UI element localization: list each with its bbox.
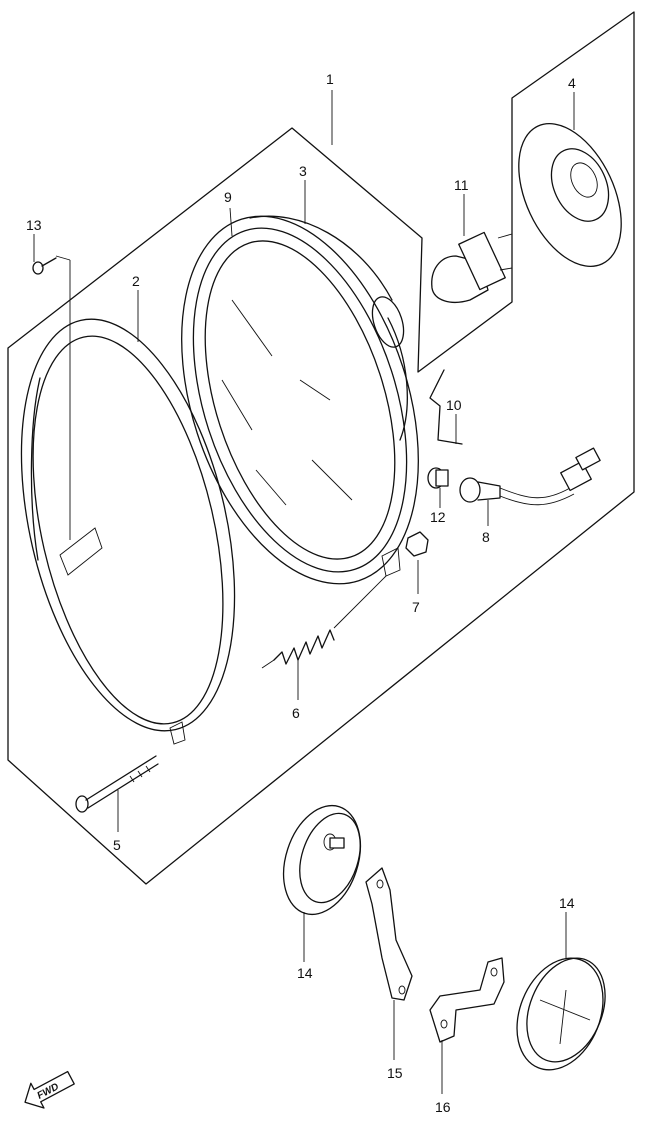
callout-6: 6 [292, 705, 300, 721]
horn-right [516, 957, 606, 1071]
horn-bracket-15 [365, 867, 413, 1001]
bracket-clip [429, 369, 463, 445]
headlight-lens-unit [181, 215, 419, 585]
callout-labels: 1 2 3 4 5 6 7 8 9 10 11 12 13 14 14 15 1… [26, 71, 576, 1115]
small-screw [32, 257, 57, 275]
position-bulb [427, 467, 449, 489]
callout-8: 8 [482, 529, 490, 545]
horn-bracket-16 [429, 957, 505, 1043]
callout-12: 12 [430, 509, 446, 525]
callout-14-left: 14 [297, 965, 313, 981]
callout-13: 13 [26, 217, 42, 233]
adjuster-nut [405, 531, 429, 557]
assembly-boundary [7, 11, 635, 885]
callout-9: 9 [224, 189, 232, 205]
socket-cover [518, 123, 622, 267]
headlight-bulb [431, 231, 513, 303]
horn-left [282, 804, 362, 916]
callout-15: 15 [387, 1065, 403, 1081]
leader-lines [33, 90, 575, 1094]
callout-11: 11 [454, 177, 469, 193]
callout-1: 1 [326, 71, 334, 87]
position-socket [459, 447, 601, 506]
callout-3: 3 [299, 163, 307, 179]
fwd-arrow-icon [24, 1070, 75, 1109]
callout-10: 10 [446, 397, 462, 413]
callout-16: 16 [435, 1099, 451, 1115]
adjuster-spring [261, 575, 387, 669]
callout-7: 7 [412, 599, 420, 615]
headlight-rim [20, 255, 236, 745]
callout-14-right: 14 [559, 895, 575, 911]
callout-2: 2 [132, 273, 140, 289]
mounting-screw [75, 755, 159, 813]
callout-5: 5 [113, 837, 121, 853]
fwd-label: FWD [36, 1081, 61, 1101]
callout-4: 4 [568, 75, 576, 91]
